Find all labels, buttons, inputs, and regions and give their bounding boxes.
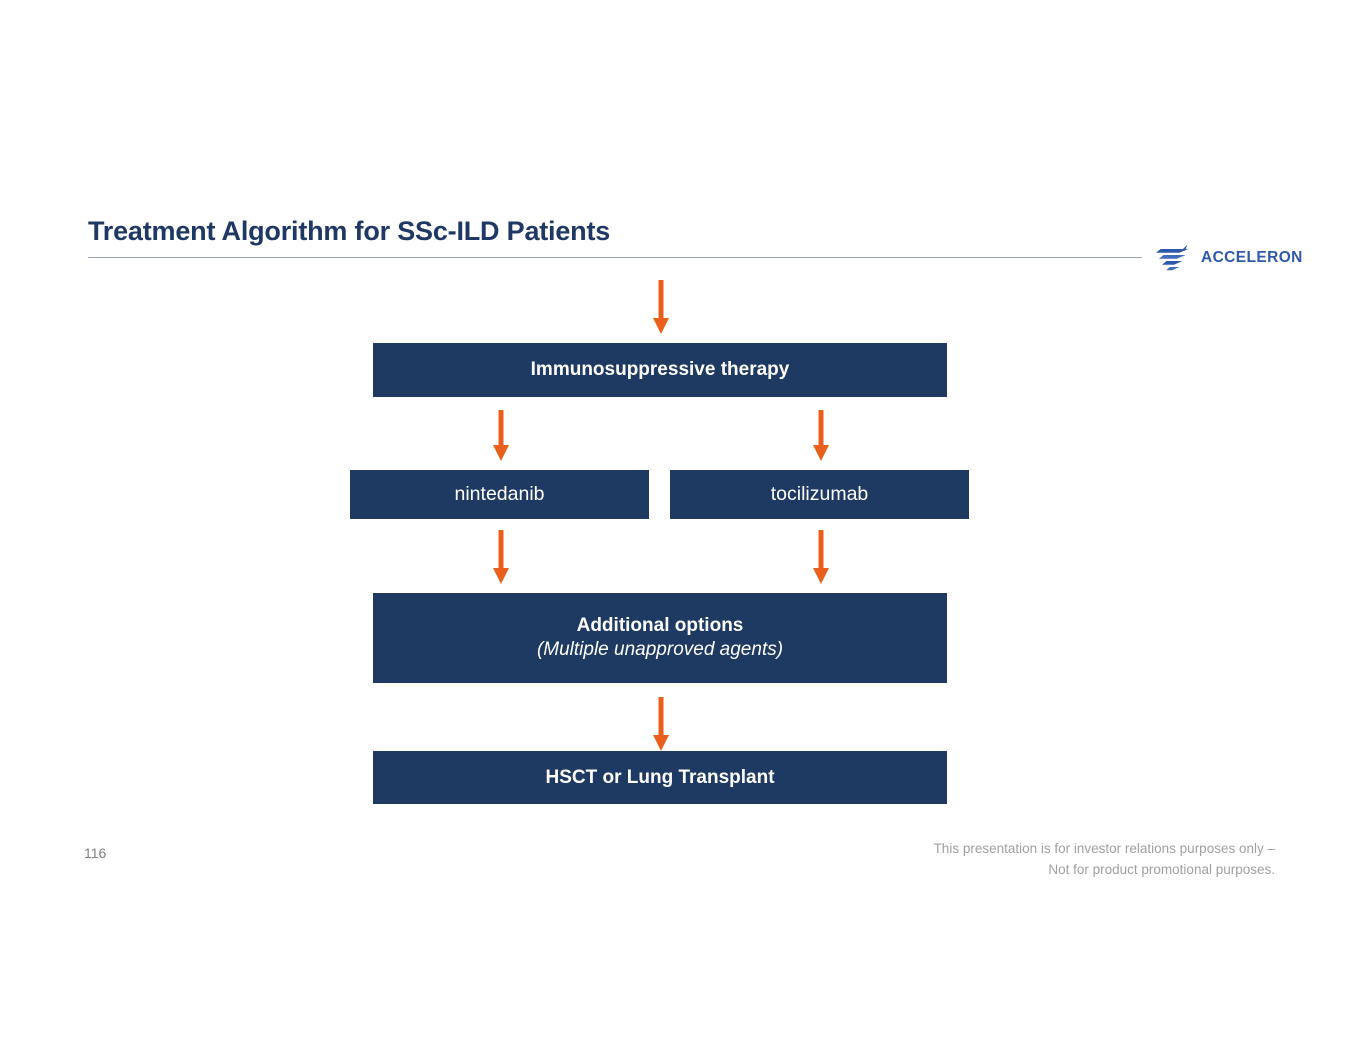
flow-node-sublabel: (Multiple unapproved agents) (536, 638, 784, 660)
flow-node-label: Additional options (576, 614, 744, 636)
arrow-additional-options-to-hsct (650, 697, 672, 752)
title-block: Treatment Algorithm for SSc-ILD Patients (88, 216, 1143, 259)
acceleron-logo: ACCELERON (1154, 240, 1302, 276)
flow-node-label: Immunosuppressive therapy (530, 359, 790, 381)
disclaimer-text: This presentation is for investor relati… (934, 839, 1275, 881)
flow-node-hsct-or-lung-transplant[interactable]: HSCT or Lung Transplant (373, 751, 947, 804)
flow-node-label: HSCT or Lung Transplant (545, 766, 775, 788)
logo-wordmark: ACCELERON (1201, 249, 1303, 267)
flow-node-label: nintedanib (454, 483, 545, 506)
page-number: 116 (84, 845, 107, 861)
page-title: Treatment Algorithm for SSc-ILD Patients (88, 216, 611, 246)
disclaimer-line-1: This presentation is for investor relati… (933, 841, 1275, 856)
arrow-nintedanib-to-additional-options (490, 530, 512, 585)
flow-node-tocilizumab[interactable]: tocilizumab (670, 470, 969, 519)
title-divider (88, 257, 1142, 259)
arrow-immunosuppressive-to-nintedanib (490, 410, 512, 462)
flow-node-additional-options[interactable]: Additional options (Multiple unapproved … (373, 593, 947, 683)
flow-node-immunosuppressive-therapy[interactable]: Immunosuppressive therapy (373, 343, 947, 397)
arrow-immunosuppressive-to-tocilizumab (810, 410, 832, 462)
flow-node-nintedanib[interactable]: nintedanib (350, 470, 649, 519)
arrow-into-immunosuppressive (650, 280, 672, 335)
disclaimer-line-2: Not for product promotional purposes. (1048, 861, 1275, 877)
swoosh-chevron-icon (1156, 244, 1188, 271)
flow-node-label: tocilizumab (770, 483, 869, 506)
arrow-tocilizumab-to-additional-options (810, 530, 832, 585)
